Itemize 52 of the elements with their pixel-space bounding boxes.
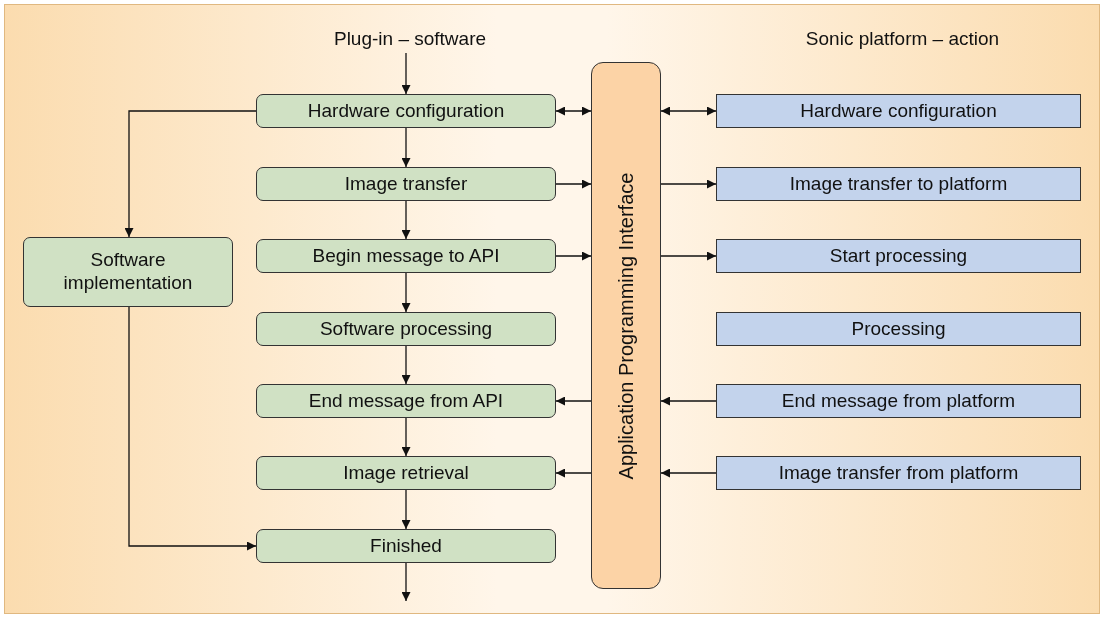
process-box <box>256 384 556 418</box>
process-box <box>256 94 556 128</box>
arrow <box>555 396 592 406</box>
box-label: Image transfer to platform <box>789 172 1008 196</box>
box-label: Begin message to API <box>312 244 500 268</box>
box-label: Hardware configuration <box>307 99 505 123</box>
arrow <box>660 251 717 261</box>
arrow <box>555 106 592 116</box>
box-label: Image transfer from platform <box>778 461 1019 485</box>
arrow <box>660 468 717 478</box>
process-box <box>256 456 556 490</box>
arrow <box>555 179 592 189</box>
arrow <box>555 251 592 261</box>
box-label: End message from API <box>308 389 504 413</box>
process-box <box>716 239 1081 273</box>
box-label: Finished <box>370 534 442 558</box>
process-box <box>256 167 556 201</box>
arrow <box>660 396 717 406</box>
arrow <box>555 468 592 478</box>
process-box <box>256 312 556 346</box>
box-label: Hardware configuration <box>800 99 997 123</box>
process-box <box>716 312 1081 346</box>
column-heading: Sonic platform – action <box>720 25 1085 53</box>
column-heading: Plug-in – software <box>260 25 560 53</box>
arrow <box>401 489 411 530</box>
arrow <box>660 179 717 189</box>
process-box <box>23 237 233 307</box>
box-label: Start processing <box>829 244 968 268</box>
box-label: Software processing <box>319 317 493 341</box>
arrow <box>660 106 717 116</box>
box-label: Software implementation <box>62 249 194 295</box>
process-box <box>716 384 1081 418</box>
process-box <box>256 529 556 563</box>
arrow <box>401 272 411 313</box>
arrow <box>401 127 411 168</box>
box-label: Application Programming Interface <box>614 172 638 479</box>
box-label: Image transfer <box>344 172 468 196</box>
interface-bar <box>591 62 661 589</box>
box-label: End message from platform <box>781 389 1016 413</box>
process-box <box>716 456 1081 490</box>
process-box <box>256 239 556 273</box>
arrow <box>401 562 411 602</box>
arrow <box>401 200 411 240</box>
arrow <box>124 110 257 238</box>
arrow <box>401 345 411 385</box>
arrow <box>401 417 411 457</box>
process-box <box>716 167 1081 201</box>
arrow <box>128 306 257 551</box>
box-label: Processing <box>851 317 946 341</box>
box-label: Image retrieval <box>343 461 469 485</box>
arrow <box>401 52 411 95</box>
process-box <box>716 94 1081 128</box>
